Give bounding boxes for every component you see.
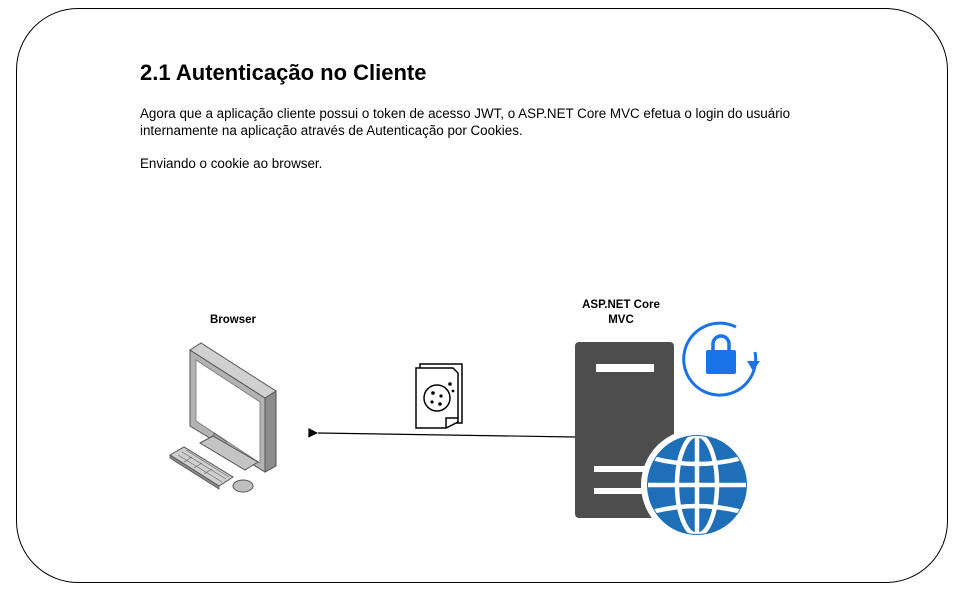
cookie-transfer-arrow: [308, 428, 576, 438]
diagram-frame: [16, 8, 948, 583]
description-line-1: Agora que a aplicação cliente possui o t…: [140, 106, 791, 121]
server-label: ASP.NET Core MVC: [582, 299, 660, 326]
globe-icon: [641, 429, 753, 541]
lock-refresh-icon: [682, 321, 760, 397]
page-title: 2.1 Autenticação no Cliente: [140, 60, 427, 85]
description-paragraph: Agora que a aplicação cliente possui o t…: [140, 105, 790, 139]
browser-label: Browser: [209, 314, 257, 326]
desktop-computer-icon: [169, 342, 277, 493]
description-line-2: internamente na aplicação através de Aut…: [140, 123, 523, 138]
cookie-sending-text: Enviando o cookie ao browser.: [140, 156, 323, 171]
cookie-document-icon: [415, 363, 463, 429]
